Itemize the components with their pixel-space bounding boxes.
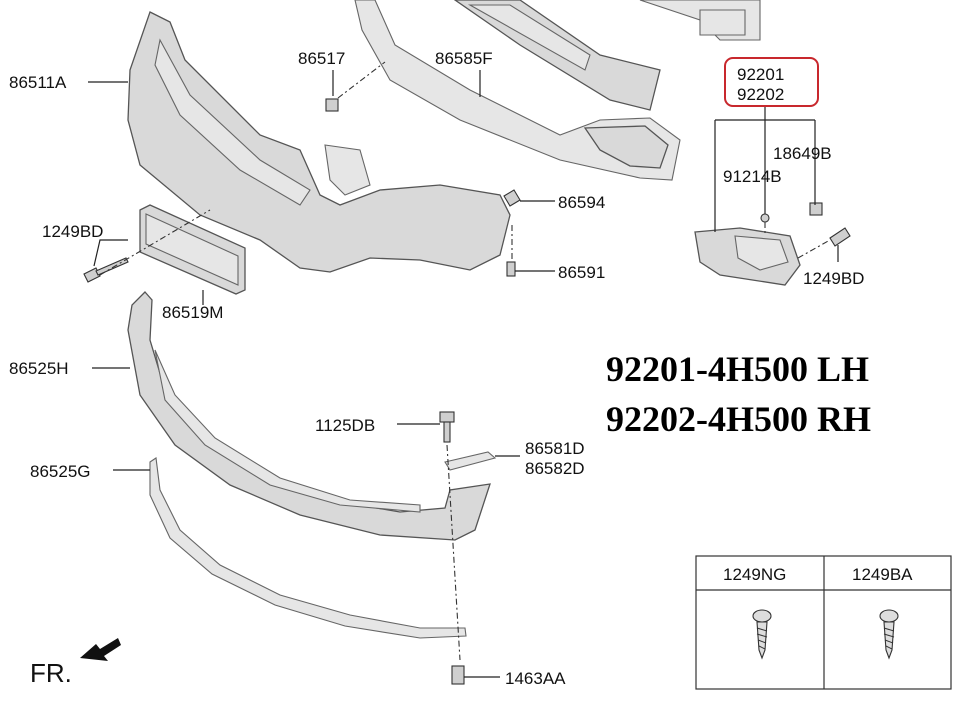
screw-reference-table: 1249NG 1249BA (695, 555, 952, 690)
part-number-lh: 92201-4H500 LH (606, 349, 869, 389)
screw-18649B (809, 202, 823, 216)
label-86591: 86591 (558, 263, 605, 282)
screw-1249BA-icon (879, 609, 899, 660)
label-92202: 92202 (737, 85, 784, 104)
label-86581D: 86581D (525, 439, 585, 458)
table-header-1249BA: 1249BA (852, 565, 913, 584)
label-91214B: 91214B (723, 167, 782, 186)
label-86525G: 86525G (30, 462, 91, 481)
nut-91214B (760, 213, 770, 223)
label-1463AA: 1463AA (505, 669, 566, 688)
leader-lines (88, 70, 839, 678)
nut-1463AA (451, 665, 465, 685)
label-86525H: 86525H (9, 359, 69, 378)
clip-86594 (503, 189, 521, 207)
bumper-beam-assembly (453, 0, 761, 111)
label-1249BD-left: 1249BD (42, 222, 103, 241)
front-arrow-icon (80, 638, 121, 661)
bolt-1125DB (439, 411, 455, 443)
front-orientation-label: FR. (30, 658, 72, 688)
label-86519M: 86519M (162, 303, 223, 322)
clip-86517 (325, 98, 339, 112)
label-1249BD-right: 1249BD (803, 269, 864, 288)
label-86585F: 86585F (435, 49, 493, 68)
label-92201: 92201 (737, 65, 784, 84)
rear-bumper-cover-86511A (127, 11, 511, 273)
label-86582D: 86582D (525, 459, 585, 478)
clip-86591 (506, 261, 516, 277)
bumper-upper-trim-86585F (354, 0, 681, 181)
part-number-rh: 92202-4H500 RH (606, 399, 871, 439)
lower-garnish-86525G (149, 457, 467, 639)
label-86517: 86517 (298, 49, 345, 68)
screw-1249BD-right (829, 227, 851, 247)
lower-diffuser-86525H (127, 291, 491, 541)
label-1125DB: 1125DB (315, 416, 375, 435)
side-trim-86581D (444, 451, 497, 471)
label-18649B: 18649B (773, 144, 832, 163)
screw-1249BD-left (83, 257, 129, 283)
rear-reflector-lamp (694, 227, 801, 286)
label-86594: 86594 (558, 193, 605, 212)
part-number-highlight-box (724, 57, 819, 107)
screw-1249NG-icon (752, 609, 772, 660)
label-86511A: 86511A (9, 73, 67, 92)
table-header-1249NG: 1249NG (723, 565, 786, 584)
